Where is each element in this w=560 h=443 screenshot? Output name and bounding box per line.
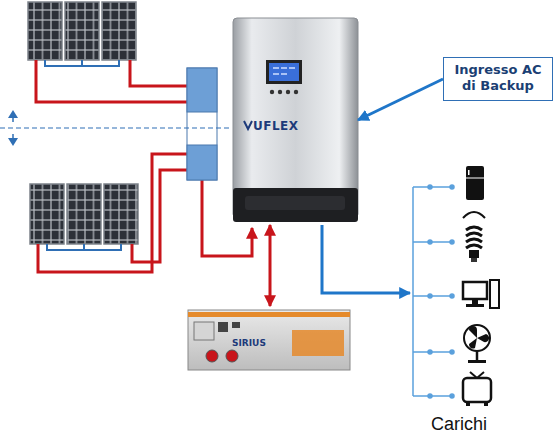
power-connector [358,79,443,120]
inverter-node: UFLEX [233,18,358,222]
load-bus [413,185,454,398]
battery-model-label: SIRIUS [232,338,266,348]
battery-unit [188,310,350,370]
dc-wires [36,60,252,272]
solar-panels-bottom [30,184,138,250]
loads-label: Carichi [431,414,487,435]
separator-line [0,127,232,128]
combiner-box [187,68,217,180]
battery-node: SIRIUS [188,310,350,370]
brand-label: UFLEX [253,119,299,133]
ac-output-arrow [322,225,410,293]
inverter-unit [233,18,358,222]
box-label: Ingresso AC di Backup [447,62,549,95]
up-down-arrows [8,110,18,146]
power-connector [269,225,272,306]
load-icons [463,166,499,406]
solar-panels-top [28,2,136,66]
ac-input-box: Ingresso AC di Backup [443,57,553,101]
